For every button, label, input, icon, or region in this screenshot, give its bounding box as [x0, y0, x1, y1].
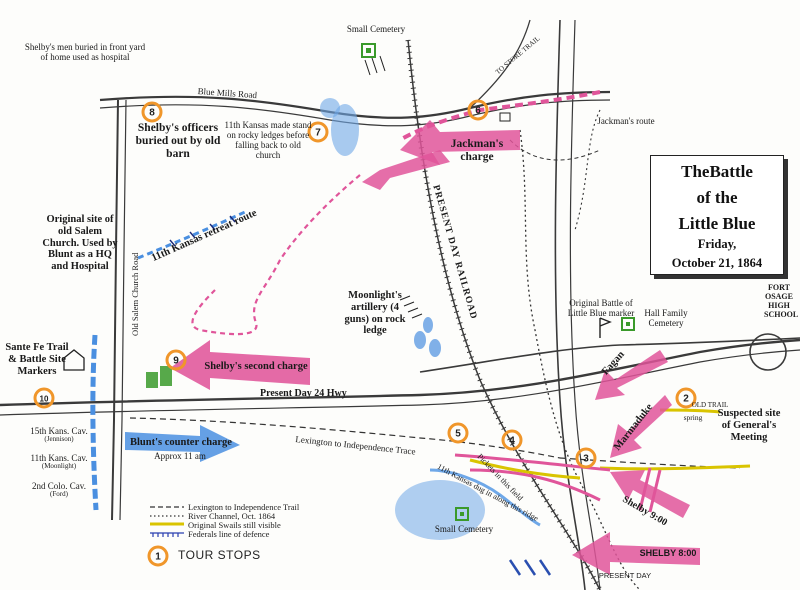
title-date: October 21, 1864	[671, 255, 763, 270]
kans11-sub-label: (Moonlight)	[41, 462, 77, 470]
marmaduke-arrow	[610, 395, 672, 458]
tour-stop-number: 10	[40, 395, 49, 404]
spring-label: spring	[683, 413, 703, 422]
kans11-label: 11th Kans. Cav.	[30, 453, 88, 463]
present-day-label: PRESENT DAY	[598, 571, 652, 580]
old-salem-church-road	[111, 99, 119, 521]
map-title: TheBattle of the Little Blue Friday, Oct…	[650, 155, 784, 275]
tour-stop-10: 10	[33, 387, 55, 409]
tour-stop-8: 8	[141, 101, 163, 123]
tour-stop-circle	[467, 99, 489, 121]
battle-marker-label: Original Battle of Little Blue marker	[567, 298, 635, 319]
moonlight-artillery-label: Moonlight's artillery (4 guns) on rock l…	[344, 290, 406, 337]
tour-stop-9: 9	[165, 349, 187, 371]
jackman-route	[398, 90, 601, 142]
old-trail-label: OLD TRAIL	[691, 401, 729, 409]
kans15-sub-label: (Jennison)	[44, 435, 74, 443]
tour-stop-circle	[447, 422, 469, 444]
shelby-900-arrow	[610, 470, 690, 518]
small-cemetery-top-icon	[361, 43, 376, 58]
shelby-second-charge-arrow	[170, 340, 310, 390]
kansas-stand-label: 11th Kansas made stand on rocky ledges b…	[224, 120, 312, 161]
river-channel	[519, 129, 641, 590]
hall-cemetery-icon	[621, 317, 635, 331]
jackman-charge-label: Jackman's charge	[450, 138, 504, 163]
shelby-route	[191, 174, 361, 336]
small-cemetery-bottom-icon	[455, 507, 469, 521]
tour-stop-number: 4	[509, 436, 515, 447]
tour-stop-circle	[165, 349, 187, 371]
tour-stop-circle	[575, 447, 597, 469]
kansas-ledge-blob	[331, 104, 359, 156]
shelby-800-arrow	[572, 532, 700, 575]
jackman-route-label: Jackman's route	[597, 116, 655, 126]
tour-stop-number: 2	[683, 394, 689, 405]
shelby-men-buried-label: Shelby's men buried in front yard of hom…	[24, 42, 146, 63]
shelby-800-label: SHELBY 8:00	[639, 548, 697, 558]
officers-buried-label: Shelby's officers buried out by old barn	[135, 122, 221, 160]
tour-stop-6: 6	[467, 99, 489, 121]
tour-stops-layer: 10 9 8 7 6 5 4 3 2 1	[33, 99, 697, 567]
small-cemetery-bottom-label: Small Cemetery	[434, 524, 494, 534]
tour-stop-number: 7	[315, 128, 321, 139]
colo2-sub-label: (Ford)	[50, 490, 68, 498]
tour-stop-circle	[307, 121, 329, 143]
tour-stop-3: 3	[575, 447, 597, 469]
title-line-1: TheBattle	[681, 162, 753, 181]
tour-stop-1: 1	[147, 545, 169, 567]
colo2-label: 2nd Colo. Cav.	[32, 481, 86, 491]
tour-stop-number: 1	[155, 552, 161, 563]
tour-stop-2: 2	[675, 387, 697, 409]
small-cemetery-top-label: Small Cemetery	[346, 24, 406, 34]
tour-stop-circle	[675, 387, 697, 409]
santa-fe-label: Sante Fe Trail & Battle Site Markers	[5, 342, 69, 377]
tour-stop-number: 5	[455, 429, 461, 440]
marker-icon	[599, 317, 612, 338]
tour-stop-number: 6	[475, 106, 481, 117]
tour-stop-4: 4	[501, 429, 523, 451]
kansas-retreat-route	[137, 210, 246, 260]
tour-stop-5: 5	[447, 422, 469, 444]
blunt-counter-charge-arrow	[125, 425, 240, 462]
church-icon	[63, 349, 85, 371]
hwy24-label: Present Day 24 Hwy	[260, 388, 347, 399]
kans15-label: 15th Kans. Cav.	[30, 426, 88, 436]
tour-stop-circle	[141, 101, 163, 123]
federal-line	[90, 334, 99, 511]
tour-stop-number: 8	[149, 108, 155, 119]
tour-stop-circle	[33, 387, 55, 409]
suspected-site-label: Suspected site of General's Meeting	[717, 408, 781, 443]
old-salem-road-label: Old Salem Church Road	[130, 252, 140, 336]
blue-mills-road	[99, 90, 611, 119]
shelby-second-charge-label: Shelby's second charge	[204, 361, 308, 372]
title-line-3: Little Blue	[678, 214, 756, 234]
fagan-arrow	[595, 350, 668, 400]
title-line-2: of the	[696, 188, 738, 208]
tour-stops-legend-label: TOUR STOPS	[178, 548, 261, 562]
blunt-counter-label: Blunt's counter charge	[130, 437, 232, 448]
hwy-24	[0, 338, 800, 407]
tour-stop-number: 3	[583, 454, 589, 465]
approx-time-label: Approx 11 am	[154, 451, 206, 461]
salem-church-label: Original site of old Salem Church. Used …	[42, 214, 118, 272]
title-line-4: Friday,	[697, 237, 737, 252]
tour-stop-circle	[147, 545, 169, 567]
fort-osage-label: FORT OSAGE HIGH SCHOOL	[764, 283, 799, 319]
hall-cemetery-label: Hall Family Cemetery	[644, 308, 688, 329]
tour-stop-7: 7	[307, 121, 329, 143]
tour-stop-number: 9	[173, 356, 179, 367]
tour-stop-circle	[501, 429, 523, 451]
swails	[469, 458, 581, 480]
